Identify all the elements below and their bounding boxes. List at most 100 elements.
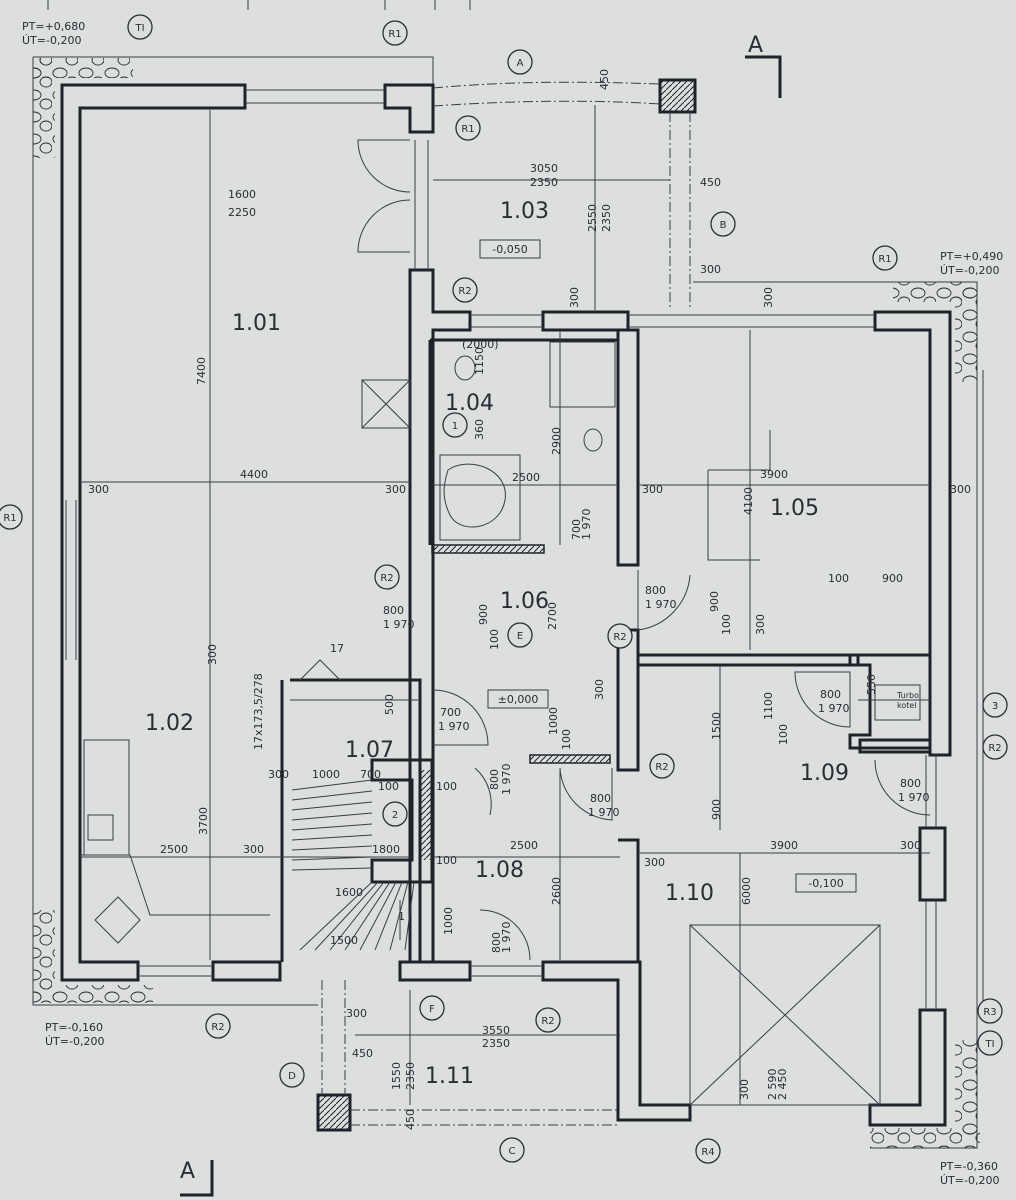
grid-marker-label: R2 <box>458 286 471 297</box>
room-number: 1.11 <box>425 1064 474 1089</box>
dimension-label: 800 <box>820 688 841 701</box>
stair-tread <box>404 881 415 951</box>
grid-marker-label: TI <box>984 1039 994 1050</box>
dimension-label: 100 <box>720 614 733 635</box>
grid-marker <box>127 14 153 40</box>
dimension-label: 2500 <box>160 843 188 856</box>
level-note: PT=+0,490 <box>940 250 1003 263</box>
elevation-box <box>487 689 549 709</box>
dimension-label: 300 <box>206 644 219 665</box>
dimension-label: 2600 <box>550 877 563 905</box>
dimension-label: 550 <box>865 674 878 695</box>
grid-marker <box>607 623 633 649</box>
elevation-label: ±0,000 <box>498 693 539 706</box>
grid-marker-label: R1 <box>461 124 474 135</box>
dimension-label: 700 <box>360 768 381 781</box>
dimension-label: 300 <box>268 768 289 781</box>
dimension-label: 3900 <box>770 839 798 852</box>
grid-marker <box>279 1062 305 1088</box>
room-number: 1.06 <box>500 589 549 614</box>
dimension-label: 2 450 <box>776 1069 789 1101</box>
doors <box>357 139 931 961</box>
section-cut-marks <box>180 55 782 1197</box>
dimension-label: 4400 <box>240 468 268 481</box>
stair-tread <box>314 881 379 951</box>
room-number: 1.05 <box>770 496 819 521</box>
level-note: ÚT=-0,200 <box>940 1174 999 1187</box>
dimension-label: 2350 <box>482 1037 510 1050</box>
grid-marker-label: R1 <box>388 29 401 40</box>
grid-marker <box>710 211 736 237</box>
room-number: 1.03 <box>500 199 549 224</box>
grid-marker-label: TI <box>134 23 144 34</box>
stair-tread <box>291 801 373 811</box>
dimension-label: 100 <box>378 780 399 793</box>
grid-marker-label: B <box>720 220 727 231</box>
outline-lines <box>32 0 984 1149</box>
grid-marker <box>442 412 468 438</box>
level-note: ÚT=-0,200 <box>45 1035 104 1048</box>
stair-tread <box>291 779 373 791</box>
grid-marker-label: E <box>517 631 523 642</box>
dimension-label: 2700 <box>546 602 559 630</box>
shower-tray <box>361 379 411 429</box>
dimension-label: 1 <box>398 910 405 923</box>
dimension-label: 800 <box>900 777 921 790</box>
dimension-label: 17 <box>330 642 344 655</box>
grid-marker-label: R2 <box>541 1016 554 1027</box>
grid-marker <box>982 734 1008 760</box>
grid-marker <box>977 998 1003 1024</box>
dimension-label: 700 <box>570 519 583 540</box>
dimension-label: 900 <box>477 604 490 625</box>
grid-marker <box>977 1030 1003 1056</box>
dimension-label: 1000 <box>312 768 340 781</box>
fixtures <box>80 341 930 1106</box>
stair-tread <box>359 881 397 951</box>
dimension-label: 300 <box>385 483 406 496</box>
dimension-label: 100 <box>777 724 790 745</box>
dimension-label: 450 <box>700 176 721 189</box>
stair-tread <box>299 881 373 951</box>
grid-marker-label: F <box>429 1004 435 1015</box>
dimension-label: 100 <box>828 572 849 585</box>
stair-tread <box>291 790 373 801</box>
dimension-label: 360 <box>473 419 486 440</box>
dimension-label: 3900 <box>760 468 788 481</box>
dimension-label: 3550 <box>482 1024 510 1037</box>
stair-tread <box>291 823 373 831</box>
dimension-label: 800 <box>383 604 404 617</box>
dimension-label: 900 <box>708 591 721 612</box>
staircase <box>290 659 420 951</box>
grid-marker <box>507 622 533 648</box>
dimension-label: 800 <box>490 932 503 953</box>
grid-marker <box>507 49 533 75</box>
boiler-label: kotel <box>897 701 917 710</box>
dimension-label: 2350 <box>530 176 558 189</box>
room-number: 1.07 <box>345 738 394 763</box>
dimension-label: 2900 <box>550 427 563 455</box>
room-number: 1.09 <box>800 761 849 786</box>
room-number: 1.04 <box>445 391 494 416</box>
section-label: A <box>180 1159 195 1184</box>
dimension-label: 300 <box>754 614 767 635</box>
room-number: 1.08 <box>475 858 524 883</box>
dimension-label: 1500 <box>330 934 358 947</box>
grid-marker <box>982 692 1008 718</box>
dimension-label: 300 <box>644 856 665 869</box>
dimension-label: 1600 <box>335 886 363 899</box>
dimension-lines <box>80 105 930 1105</box>
grid-marker-label: R4 <box>701 1147 714 1158</box>
dimension-label: 300 <box>568 287 581 308</box>
grid-marker-label: R2 <box>655 762 668 773</box>
level-note: PT=-0,160 <box>45 1021 103 1034</box>
dimension-label: 1 970 <box>500 764 513 796</box>
dimension-label: 300 <box>88 483 109 496</box>
section-label: A <box>748 33 763 58</box>
grid-marker-label: A <box>517 58 524 69</box>
dimension-label: 450 <box>598 69 611 90</box>
dimension-label: 2500 <box>510 839 538 852</box>
level-note: PT=+0,680 <box>22 20 85 33</box>
grid-marker <box>0 504 23 530</box>
grid-marker <box>452 277 478 303</box>
dimension-label: 300 <box>700 263 721 276</box>
